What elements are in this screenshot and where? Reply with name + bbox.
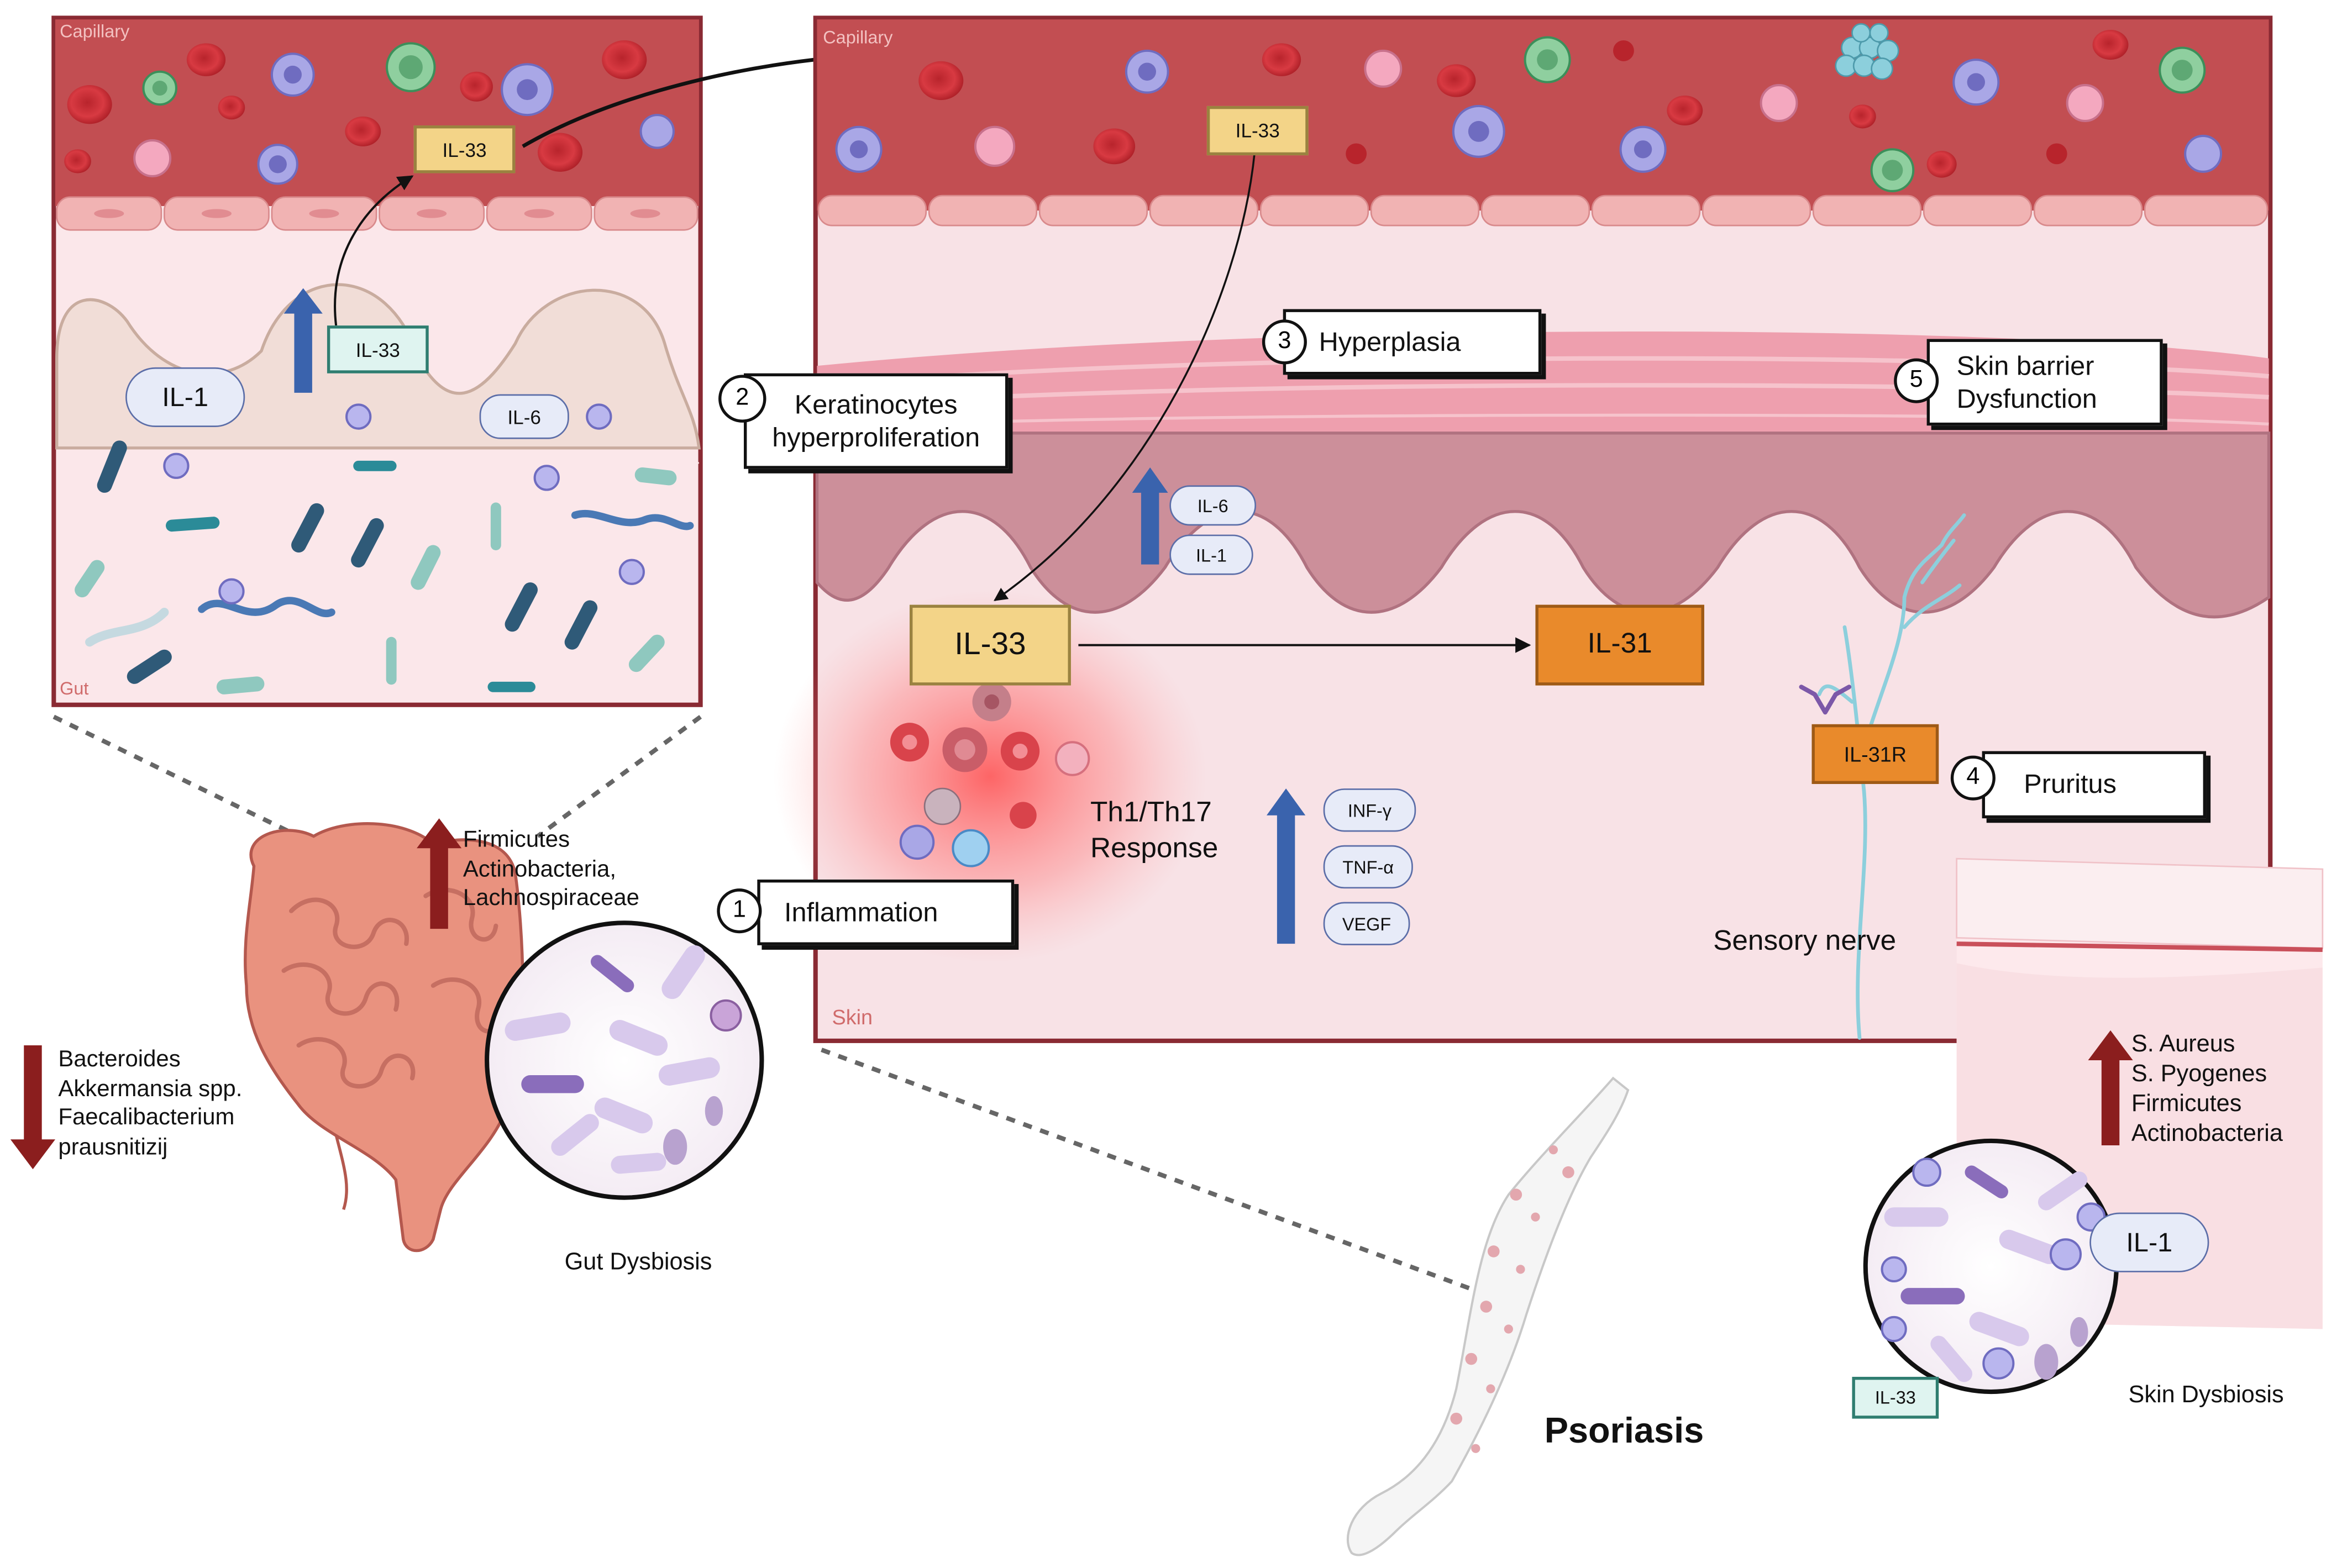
cytokine-inf-gamma: INF-γ <box>1323 788 1416 832</box>
skin-dysbiosis-il33: IL-33 <box>1852 1376 1939 1419</box>
skin-il33-main: IL-33 <box>910 604 1071 686</box>
callout-2-number: 2 <box>718 375 766 423</box>
gut-dysbiosis-circle <box>485 920 764 1200</box>
callout-hyperplasia: Hyperplasia <box>1283 309 1542 375</box>
gut-dysbiosis-label: Gut Dysbiosis <box>564 1250 712 1276</box>
skin-increased-list: S. Aureus S. Pyogenes Firmicutes Actinob… <box>2131 1030 2283 1150</box>
th-response-label: Th1/Th17 Response <box>1090 796 1218 868</box>
gut-decreased-item: Akkermansia spp. <box>58 1076 243 1102</box>
skin-il33-capillary: IL-33 <box>1206 106 1309 156</box>
callout-pruritus-text: Pruritus <box>2024 769 2117 799</box>
gut-increased-item: Lachnospiraceae <box>463 885 639 911</box>
callout-skin-barrier: Skin barrier Dysfunction <box>1926 339 2163 426</box>
sensory-nerve-label: Sensory nerve <box>1713 925 1897 957</box>
skin-dysbiosis-il1: IL-1 <box>2089 1212 2209 1272</box>
callout-keratinocytes-line-2: hyperproliferation <box>772 422 980 452</box>
skin-il31r: IL-31R <box>1811 724 1939 784</box>
callout-5-number: 5 <box>1894 358 1939 403</box>
gut-il33-capillary: IL-33 <box>413 125 516 173</box>
gut-increased-list: Firmicutes Actinobacteria, Lachnospirace… <box>463 826 639 913</box>
skin-capillary-label: Capillary <box>823 27 893 48</box>
gut-region-label: Gut <box>60 678 89 699</box>
callout-inflammation: Inflammation <box>757 879 1015 945</box>
skin-dysbiosis-label: Skin Dysbiosis <box>2128 1382 2284 1408</box>
callout-keratinocytes: Keratinocytes hyperproliferation <box>743 373 1009 469</box>
th-response-line-1: Th1/Th17 <box>1090 797 1212 829</box>
callout-hyperplasia-text: Hyperplasia <box>1319 326 1461 356</box>
gut-increased-item: Firmicutes <box>463 827 570 853</box>
callout-3-number: 3 <box>1262 319 1307 365</box>
gut-decreased-item: Faecalibacterium <box>58 1105 235 1131</box>
gut-il1-pill: IL-1 <box>125 367 245 428</box>
callout-pruritus: Pruritus <box>1982 751 2207 819</box>
gut-decreased-list: Bacteroides Akkermansia spp. Faecalibact… <box>58 1045 242 1162</box>
gut-il6-pill: IL-6 <box>479 394 569 439</box>
th-response-line-2: Response <box>1090 833 1219 865</box>
skin-il1-pill: IL-1 <box>1169 534 1253 575</box>
skin-il6-pill: IL-6 <box>1169 485 1257 526</box>
cytokine-vegf: VEGF <box>1323 902 1410 945</box>
gut-increased-item: Actinobacteria, <box>463 856 616 882</box>
skin-increased-item: Firmicutes <box>2131 1091 2242 1117</box>
gut-il33-epithelium: IL-33 <box>327 325 429 373</box>
cytokine-tnf-alpha: TNF-α <box>1323 845 1413 889</box>
skin-increased-item: S. Pyogenes <box>2131 1061 2267 1087</box>
gut-decreased-item: Bacteroides <box>58 1046 181 1072</box>
psoriasis-arm <box>1346 1076 1630 1556</box>
callout-keratinocytes-line-1: Keratinocytes <box>794 390 958 420</box>
skin-region-label: Skin <box>832 1004 873 1029</box>
gut-decreased-item: prausnitizij <box>58 1134 168 1160</box>
skin-il31: IL-31 <box>1535 604 1704 686</box>
callout-skin-barrier-line-2: Dysfunction <box>1956 383 2097 414</box>
skin-dysbiosis-circle <box>1863 1138 2119 1395</box>
gut-illustration <box>10 818 524 1253</box>
callout-1-number: 1 <box>717 888 762 934</box>
callout-inflammation-text: Inflammation <box>784 897 938 927</box>
gut-capillary-label: Capillary <box>60 20 130 42</box>
skin-increased-item: Actinobacteria <box>2131 1121 2283 1147</box>
callout-4-number: 4 <box>1950 755 1996 801</box>
callout-skin-barrier-line-1: Skin barrier <box>1956 351 2094 381</box>
psoriasis-label: Psoriasis <box>1544 1411 1704 1452</box>
skin-increased-item: S. Aureus <box>2131 1032 2235 1057</box>
